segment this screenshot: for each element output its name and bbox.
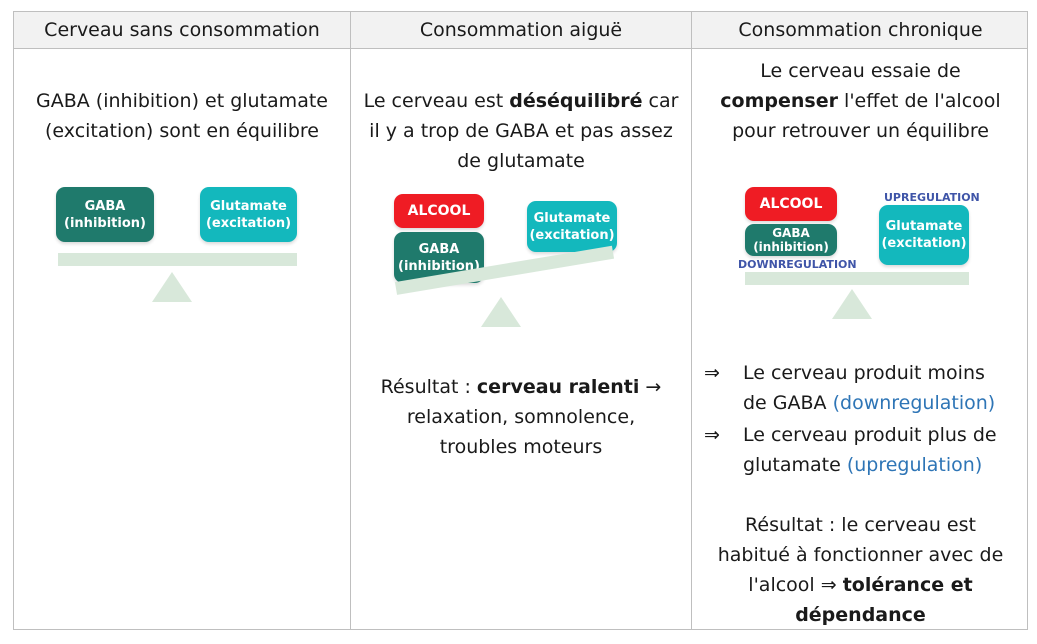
col3-result: Résultat : le cerveau est habitué à fonc… (717, 514, 1004, 626)
balance-fulcrum (152, 272, 192, 302)
implies-symbol: ⇒ (704, 424, 720, 446)
comparison-table: Cerveau sans consommation Consommation a… (13, 11, 1028, 630)
col2-description: Le cerveau est déséquilibré car il y a t… (363, 90, 679, 172)
balance-fulcrum (481, 297, 521, 327)
header-acute-consumption: Consommation aiguë (419, 19, 623, 41)
col2-result: Résultat : cerveau ralenti → relaxation,… (380, 376, 662, 458)
header-divider (14, 48, 1027, 49)
header-chronic-consumption: Consommation chronique (738, 19, 983, 41)
point-downregulation: Le cerveau produit moins de GABA (downre… (743, 362, 996, 414)
col1-description: GABA (inhibition) et glutamate (excitati… (14, 86, 350, 146)
balance-fulcrum (832, 289, 872, 319)
col1-description-line: GABA (inhibition) et glutamate (36, 90, 328, 112)
point-upregulation: Le cerveau produit plus de glutamate (up… (743, 424, 997, 476)
alcool-box: ALCOOL (394, 194, 484, 228)
balance-beam (745, 272, 969, 285)
gaba-box: GABA(inhibition) (56, 187, 154, 242)
downregulation-label: DOWNREGULATION (738, 258, 857, 271)
header-row (14, 12, 1027, 48)
glutamate-box: Glutamate(excitation) (527, 201, 617, 252)
column-divider (350, 12, 351, 629)
alcool-box: ALCOOL (745, 187, 837, 221)
gaba-box: GABA(inhibition) (745, 224, 837, 256)
glutamate-box: Glutamate(excitation) (200, 187, 297, 242)
upregulation-label: UPREGULATION (884, 191, 980, 204)
balance-beam (58, 253, 297, 266)
column-divider (691, 12, 692, 629)
header-no-consumption: Cerveau sans consommation (44, 19, 320, 41)
col3-description: Le cerveau essaie de compenser l'effet d… (720, 60, 1001, 142)
glutamate-box: Glutamate(excitation) (879, 205, 969, 265)
implies-symbol: ⇒ (704, 362, 720, 384)
col1-description-line: (excitation) sont en équilibre (45, 120, 319, 142)
